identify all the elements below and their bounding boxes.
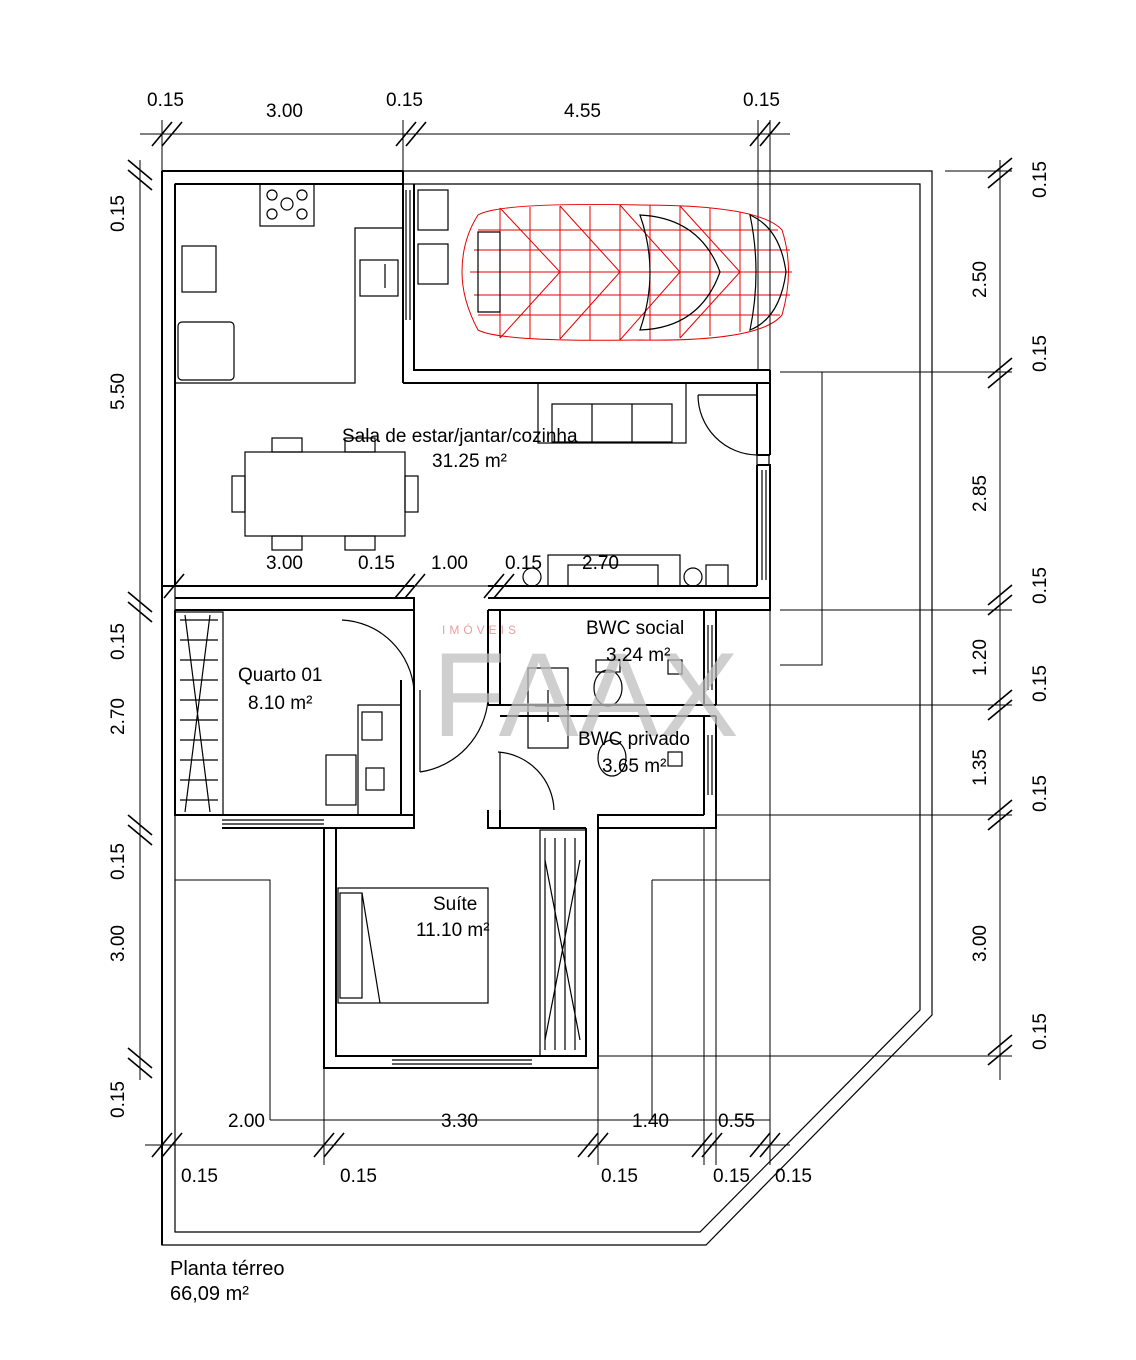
watermark-brand: FAAX bbox=[432, 628, 739, 762]
dim-mid-4: 0.15 bbox=[505, 553, 542, 574]
dim-bottom-inner-3: 1.40 bbox=[632, 1111, 669, 1132]
living-furniture bbox=[522, 382, 729, 587]
dim-right-3: 0.15 bbox=[1030, 335, 1051, 372]
dim-right-9: 0.15 bbox=[1030, 775, 1051, 812]
lot-outline-inner bbox=[174, 183, 921, 1233]
dim-right-8: 1.35 bbox=[970, 749, 991, 786]
watermark-logo: IMÓVEIS FAAX bbox=[432, 622, 739, 762]
dimension-lines bbox=[127, 120, 1013, 1165]
dim-top-2: 3.00 bbox=[266, 101, 303, 122]
room-bedroom1-name: Quarto 01 bbox=[238, 665, 323, 686]
watermark-subtitle: IMÓVEIS bbox=[442, 622, 520, 637]
doors bbox=[341, 394, 770, 811]
dim-right-2: 2.50 bbox=[970, 261, 991, 298]
dim-left-2: 5.50 bbox=[108, 373, 129, 410]
room-bwc-private-area: 3.65 m² bbox=[602, 756, 666, 777]
dim-bottom-inner-4: 0.55 bbox=[718, 1111, 755, 1132]
dim-top-1: 0.15 bbox=[147, 90, 184, 111]
dim-left-3: 0.15 bbox=[108, 623, 129, 660]
dim-right-4: 2.85 bbox=[970, 475, 991, 512]
dim-mid-1: 3.00 bbox=[266, 553, 303, 574]
guide-lines bbox=[175, 120, 823, 1165]
dim-mid-5: 2.70 bbox=[582, 553, 619, 574]
dim-bottom-outer-4: 0.15 bbox=[713, 1166, 750, 1187]
dim-bottom-outer-3: 0.15 bbox=[601, 1166, 638, 1187]
bedroom1-furniture bbox=[174, 611, 402, 816]
room-bwc-social-name: BWC social bbox=[586, 618, 684, 639]
car-drawing bbox=[417, 189, 792, 341]
dim-right-5: 0.15 bbox=[1030, 567, 1051, 604]
room-living-name: Sala de estar/jantar/cozinha bbox=[342, 426, 578, 447]
room-bedroom1-area: 8.10 m² bbox=[248, 693, 312, 714]
dim-right-11: 0.15 bbox=[1030, 1013, 1051, 1050]
dim-bottom-outer-2: 0.15 bbox=[340, 1166, 377, 1187]
plan-total-area: 66,09 m² bbox=[170, 1283, 249, 1305]
room-suite-name: Suíte bbox=[433, 894, 477, 915]
dim-right-6: 1.20 bbox=[970, 639, 991, 676]
dim-bottom-outer-1: 0.15 bbox=[181, 1166, 218, 1187]
room-bwc-social-area: 3.24 m² bbox=[606, 645, 670, 666]
dim-left-7: 0.15 bbox=[108, 1081, 129, 1118]
room-suite-area: 11.10 m² bbox=[416, 920, 490, 941]
dim-right-10: 3.00 bbox=[970, 925, 991, 962]
kitchen-furniture bbox=[177, 183, 399, 381]
dim-bottom-inner-1: 2.00 bbox=[228, 1111, 265, 1132]
bathroom-fixtures bbox=[527, 659, 683, 777]
dim-right-1: 0.15 bbox=[1030, 161, 1051, 198]
dim-left-4: 2.70 bbox=[108, 698, 129, 735]
dim-left-1: 0.15 bbox=[108, 195, 129, 232]
dining-table bbox=[231, 437, 419, 551]
dim-left-5: 0.15 bbox=[108, 843, 129, 880]
dim-top-5: 0.15 bbox=[743, 90, 780, 111]
dim-top-4: 4.55 bbox=[564, 101, 601, 122]
dim-mid-3: 1.00 bbox=[431, 553, 468, 574]
dim-mid-2: 0.15 bbox=[358, 553, 395, 574]
dim-bottom-outer-5: 0.15 bbox=[775, 1166, 812, 1187]
dim-bottom-inner-2: 3.30 bbox=[441, 1111, 478, 1132]
plan-title: Planta térreo bbox=[170, 1258, 285, 1280]
suite-furniture bbox=[337, 829, 587, 1057]
room-living-area: 31.25 m² bbox=[432, 451, 507, 472]
dim-right-7: 0.15 bbox=[1030, 665, 1051, 702]
room-bwc-private-name: BWC privado bbox=[578, 729, 690, 750]
dim-top-3: 0.15 bbox=[386, 90, 423, 111]
dim-left-6: 3.00 bbox=[108, 925, 129, 962]
